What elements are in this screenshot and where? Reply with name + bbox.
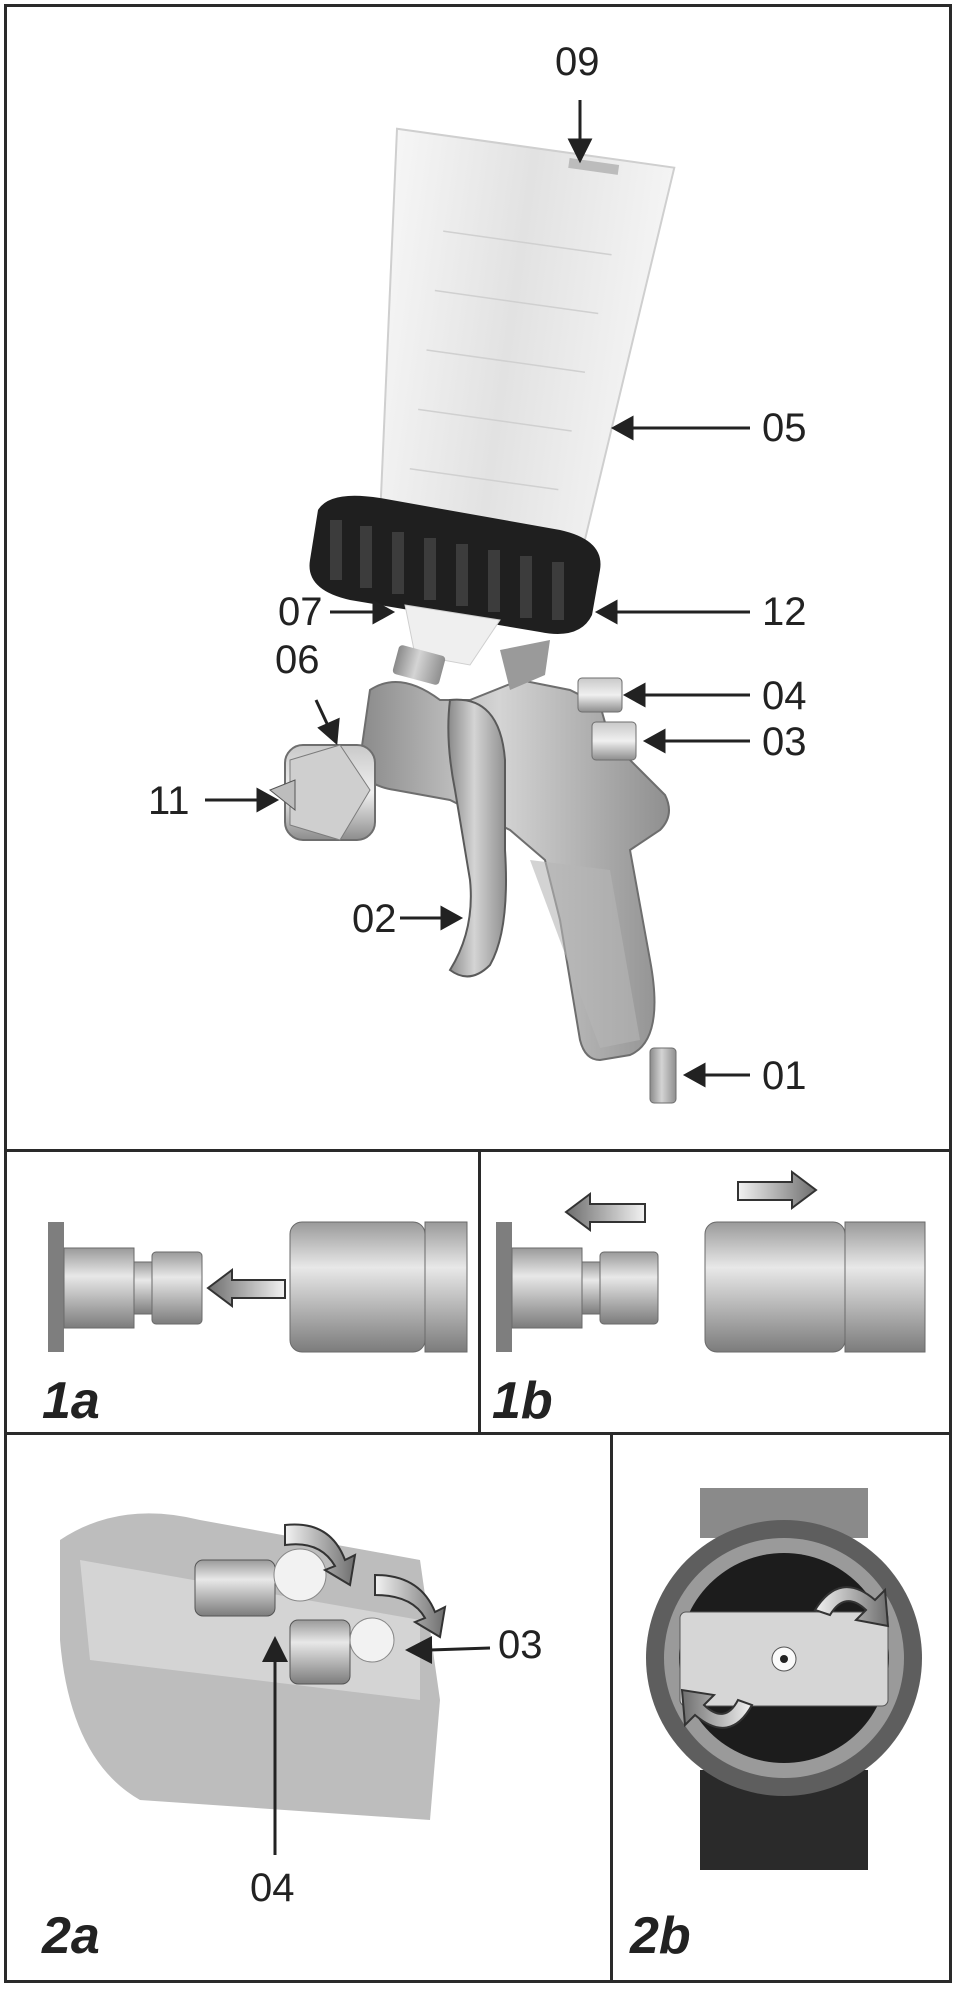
callout-03: 03 xyxy=(762,720,807,764)
divider-2a-2b xyxy=(610,1432,613,1983)
panel-1b-label: 1b xyxy=(492,1372,553,1430)
callout-12: 12 xyxy=(762,590,807,634)
spray-gun-illustration xyxy=(205,100,750,1104)
cup-lid-ring xyxy=(309,495,601,634)
panel-2a-label: 2a xyxy=(42,1907,100,1965)
panel-2a-callout-04: 04 xyxy=(250,1866,295,1910)
panel-2b-label: 2b xyxy=(630,1907,691,1965)
callout-01: 01 xyxy=(762,1054,807,1098)
callout-04: 04 xyxy=(762,674,807,718)
divider-1a-1b xyxy=(478,1149,481,1435)
gun-body xyxy=(269,640,677,1104)
callout-09: 09 xyxy=(555,40,600,84)
panel-2a-callout-03: 03 xyxy=(498,1623,543,1667)
callout-11: 11 xyxy=(148,779,190,823)
panel-2b-closeup xyxy=(646,1488,922,1870)
callout-06: 06 xyxy=(275,638,320,682)
callout-02: 02 xyxy=(352,897,397,941)
figure-frame xyxy=(4,4,952,1983)
cup-connector xyxy=(404,604,501,666)
callout-07: 07 xyxy=(278,590,323,634)
cup-adapter xyxy=(392,645,446,685)
panel-2a-closeup xyxy=(60,1513,491,1855)
callout-arrows xyxy=(205,100,750,1088)
callout-05: 05 xyxy=(762,406,807,450)
panel-1a-label: 1a xyxy=(42,1372,100,1430)
